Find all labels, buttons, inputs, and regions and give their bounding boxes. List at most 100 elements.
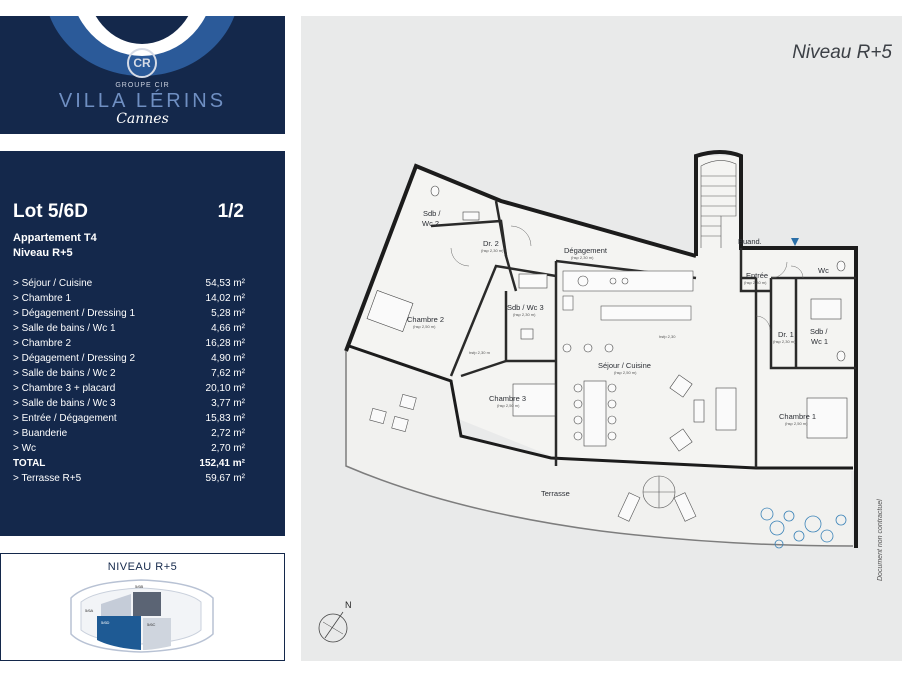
brand-group: GROUPE CIR <box>115 82 170 89</box>
lot-page-number: 1/2 <box>217 201 244 222</box>
room-name: > Chambre 3 + placard <box>13 383 116 394</box>
room-label-sdb1: Sdb / <box>810 327 828 336</box>
north-compass-icon: N <box>318 600 352 643</box>
terrace-row: > Terrasse R+5 59,67 m² <box>13 471 245 486</box>
plan-level-title: Niveau R+5 <box>792 42 892 63</box>
room-area: 4,66 m² <box>211 323 245 334</box>
building-key-plan: 5/6A 5/6B 5/6C 5/6D <box>70 579 214 653</box>
terrace-furniture <box>369 394 697 522</box>
terrace-area: 59,67 m² <box>205 473 245 484</box>
room-name: > Buanderie <box>13 428 68 439</box>
height-dr1: (hsp 2,30 m) <box>773 339 796 344</box>
beds <box>366 290 848 439</box>
room-label-sdb2: Sdb / <box>423 209 441 218</box>
total-label: TOTAL <box>13 458 46 469</box>
list-item: > Salle de bains / Wc 3 3,77 m² <box>13 396 245 411</box>
room-label-sdb3: Sdb / Wc 3 <box>507 303 544 312</box>
room-name: > Chambre 2 <box>13 338 72 349</box>
room-label-entree: Entrée <box>746 271 768 280</box>
room-area: 4,90 m² <box>211 353 245 364</box>
entrance-arrow-icon <box>791 238 799 246</box>
room-area: 20,10 m² <box>205 383 245 394</box>
room-name: > Salle de bains / Wc 3 <box>13 398 116 409</box>
level-key-title: NIVEAU R+5 <box>107 561 178 573</box>
room-area: 2,72 m² <box>211 428 245 439</box>
brand-monogram-icon: CR <box>127 48 157 78</box>
terrace-label: > Terrasse R+5 <box>13 473 82 484</box>
staircase <box>700 160 737 248</box>
room-name: > Séjour / Cuisine <box>13 278 93 289</box>
height-line-chambre3: hsfp 2,30 m <box>469 350 491 355</box>
room-name: > Dégagement / Dressing 2 <box>13 353 136 364</box>
list-item: > Dégagement / Dressing 2 4,90 m² <box>13 351 245 366</box>
key-label-c: 5/6C <box>147 622 156 627</box>
height-sejour: (hsp 2,50 m) <box>614 370 637 375</box>
room-area: 16,28 m² <box>205 338 245 349</box>
room-label-terrasse: Terrasse <box>541 489 570 498</box>
lot-title: Lot 5/6D <box>13 201 88 222</box>
height-degagement: (hsp 2,30 m) <box>571 255 594 260</box>
room-name: > Salle de bains / Wc 1 <box>13 323 116 334</box>
room-label-sdb1b: Wc 1 <box>811 337 828 346</box>
total-row: TOTAL 152,41 m² <box>13 456 245 471</box>
room-area: 7,62 m² <box>211 368 245 379</box>
room-area: 5,28 m² <box>211 308 245 319</box>
room-area: 14,02 m² <box>205 293 245 304</box>
interior-walls <box>430 200 856 468</box>
brand-name: VILLA LÉRINS <box>58 90 227 112</box>
height-entree: (hsp 2,30 m) <box>744 280 767 285</box>
outer-wall-north <box>344 163 697 352</box>
list-item: > Salle de bains / Wc 1 4,66 m² <box>13 321 245 336</box>
kitchen <box>562 270 694 321</box>
key-label-a: 5/6A <box>85 608 94 613</box>
terrace-flowers <box>760 507 847 549</box>
north-label: N <box>345 600 352 610</box>
lot-type: Appartement T4 <box>13 232 97 244</box>
list-item: > Chambre 3 + placard 20,10 m² <box>13 381 245 396</box>
dining-table <box>562 343 617 447</box>
height-sdb3: (hsp 2,30 m) <box>513 312 536 317</box>
room-label-degagement: Dégagement <box>564 246 608 255</box>
floor-plan-drawing: N Sdb / Wc 2 Dr. 2 (hsp 2,30 m) Dégageme… <box>318 150 858 643</box>
height-chambre3: (hsp 2,50 m) <box>497 403 520 408</box>
lot-info-panel: Lot 5/6D 1/2 Appartement T4 Niveau R+5 >… <box>0 151 285 536</box>
room-label-dr2: Dr. 2 <box>483 239 499 248</box>
level-key-map: NIVEAU R+5 5/6A 5/6B 5/6C 5/6D <box>0 553 285 661</box>
room-name: > Salle de bains / Wc 2 <box>13 368 116 379</box>
room-label-buanderie: Buand. <box>738 237 762 246</box>
room-name: > Entrée / Dégagement <box>13 413 117 424</box>
room-name: > Dégagement / Dressing 1 <box>13 308 136 319</box>
floor-plan: Niveau R+5 Document non contractuel <box>301 16 902 661</box>
terrace-edge <box>345 351 854 547</box>
list-item: > Entrée / Dégagement 15,83 m² <box>13 411 245 426</box>
room-label-chambre3: Chambre 3 <box>489 394 526 403</box>
lot-level: Niveau R+5 <box>13 247 73 259</box>
room-label-wc: Wc <box>818 266 829 275</box>
room-label-sejour: Séjour / Cuisine <box>598 361 651 370</box>
room-label-dr1: Dr. 1 <box>778 330 794 339</box>
height-dr2: (hsp 2,30 m) <box>481 248 504 253</box>
room-area: 15,83 m² <box>205 413 245 424</box>
list-item: > Buanderie 2,72 m² <box>13 426 245 441</box>
brand-city: Cannes <box>116 111 169 127</box>
facade-wall <box>348 344 853 470</box>
room-label-sdb2b: Wc 2 <box>422 219 439 228</box>
key-label-d: 5/6D <box>101 620 110 625</box>
key-label-b: 5/6B <box>135 584 144 589</box>
room-area: 3,77 m² <box>211 398 245 409</box>
room-name: > Wc <box>13 443 37 454</box>
height-line-sejour: hsfp 2,30 <box>659 334 676 339</box>
lot-5-6d-highlight <box>97 616 141 650</box>
list-item: > Chambre 2 16,28 m² <box>13 336 245 351</box>
room-label-chambre1: Chambre 1 <box>779 412 816 421</box>
outer-wall-east <box>694 150 858 548</box>
room-label-chambre2: Chambre 2 <box>407 315 444 324</box>
height-chambre1: (hsp 2,50 m) <box>785 421 808 426</box>
total-area: 152,41 m² <box>199 458 245 469</box>
living-furniture <box>669 374 737 452</box>
list-item: > Salle de bains / Wc 2 7,62 m² <box>13 366 245 381</box>
